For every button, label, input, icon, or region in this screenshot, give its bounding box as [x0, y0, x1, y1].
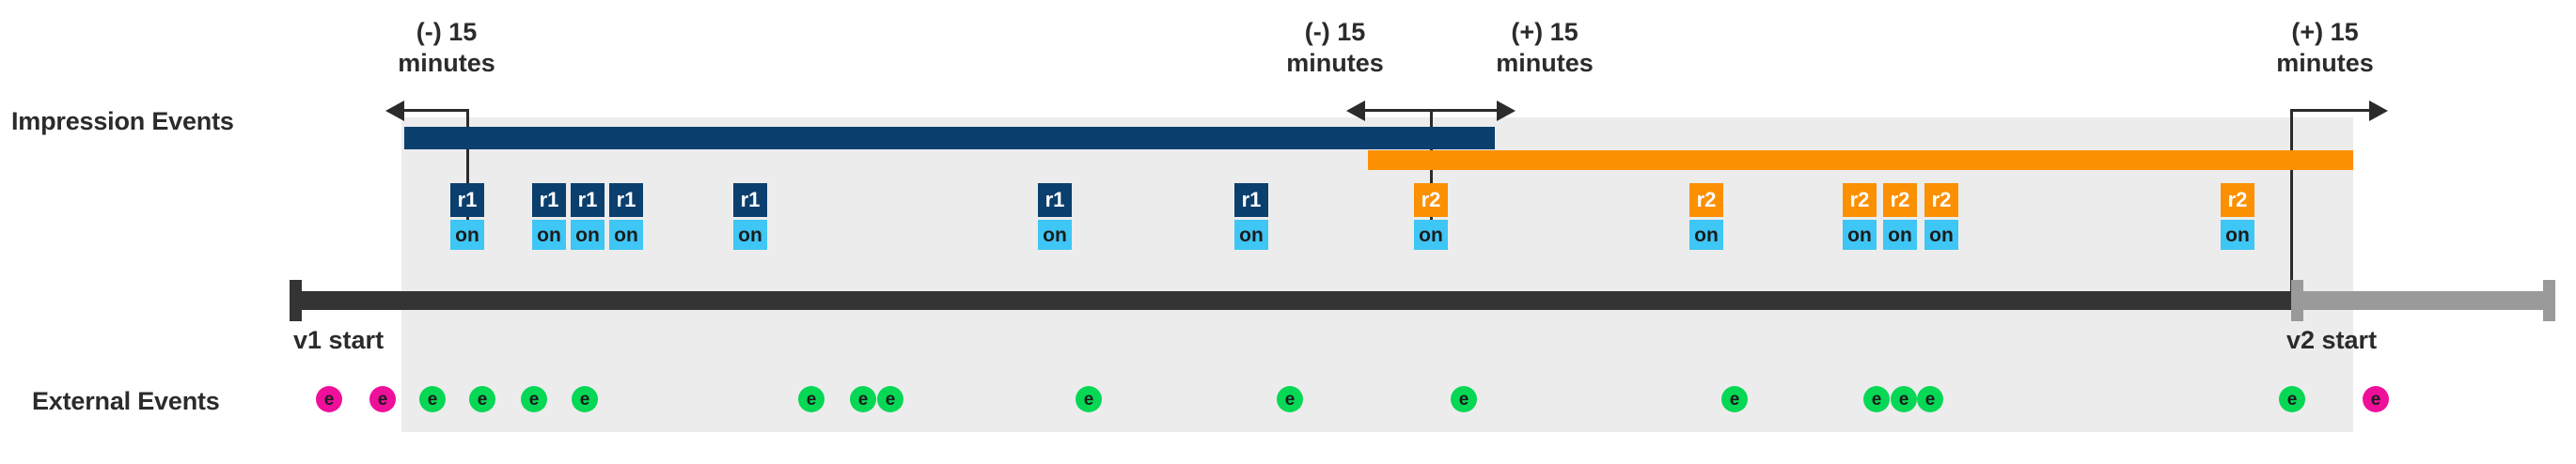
external-event-dot[interactable]: e: [850, 386, 876, 412]
impression-status-chip[interactable]: on: [1924, 220, 1958, 250]
impression-release-chip[interactable]: r2: [1924, 183, 1958, 217]
callout-line1: (+) 15: [2291, 18, 2359, 46]
v1-bar: [404, 127, 1495, 149]
callout-line2: minutes: [1496, 48, 1594, 77]
impression-release-chip[interactable]: r2: [1414, 183, 1448, 217]
impression-release-chip[interactable]: r1: [733, 183, 767, 217]
impression-status-chip[interactable]: on: [609, 220, 643, 250]
impression-status-chip[interactable]: on: [450, 220, 484, 250]
external-event-dot[interactable]: e: [469, 386, 495, 412]
impression-status-chip[interactable]: on: [571, 220, 605, 250]
callout-line2: minutes: [2276, 48, 2374, 77]
external-event-dot[interactable]: e: [1721, 386, 1748, 412]
impression-status-chip[interactable]: on: [1234, 220, 1268, 250]
external-event-dot[interactable]: e: [1917, 386, 1943, 412]
impression-status-chip[interactable]: on: [1843, 220, 1877, 250]
external-events-label: External Events: [32, 387, 220, 415]
v2-bar: [1368, 150, 2353, 170]
external-event-dot[interactable]: e: [1863, 386, 1890, 412]
impression-status-chip[interactable]: on: [532, 220, 566, 250]
impression-release-chip[interactable]: r2: [1689, 183, 1723, 217]
external-event-dot[interactable]: e: [1891, 386, 1917, 412]
callout-line1: (+) 15: [1511, 18, 1579, 46]
impression-release-chip[interactable]: r2: [1883, 183, 1917, 217]
impression-release-chip[interactable]: r1: [450, 183, 484, 217]
impression-status-chip[interactable]: on: [1689, 220, 1723, 250]
external-event-dot[interactable]: e: [798, 386, 825, 412]
impression-release-chip[interactable]: r2: [1843, 183, 1877, 217]
callout-arrowhead-c2: [1346, 101, 1365, 121]
v2-start-label: v2 start: [2286, 326, 2378, 354]
callout-line2: minutes: [1286, 48, 1384, 77]
timeline-v1-segment: [290, 291, 2291, 310]
callout-line1: (-) 15: [1304, 18, 1366, 46]
impression-release-chip[interactable]: r1: [1234, 183, 1268, 217]
impression-status-chip[interactable]: on: [2221, 220, 2254, 250]
external-event-dot[interactable]: e: [1451, 386, 1477, 412]
callout-arrowhead-c3: [1497, 101, 1516, 121]
callout-vline-c1: [466, 109, 469, 248]
external-event-dot[interactable]: e: [1277, 386, 1303, 412]
callout-vline-c3: [1430, 109, 1433, 250]
external-event-dot[interactable]: e: [2279, 386, 2305, 412]
impression-release-chip[interactable]: r2: [2221, 183, 2254, 217]
timeline-end-cap: [2543, 280, 2555, 321]
external-event-dot[interactable]: e: [419, 386, 446, 412]
timeline-v2-segment: [2291, 291, 2555, 310]
callout-arrowhead-c1: [385, 101, 404, 121]
callout-vline-c4: [2290, 109, 2293, 297]
callout-arm-c3: [1431, 109, 1497, 112]
external-event-dot[interactable]: e: [1076, 386, 1102, 412]
external-event-dot[interactable]: e: [572, 386, 598, 412]
external-event-dot[interactable]: e: [369, 386, 396, 412]
callout-arrowhead-c4: [2369, 101, 2388, 121]
callout-arm-c2: [1365, 109, 1431, 112]
impression-release-chip[interactable]: r1: [532, 183, 566, 217]
callout-line2: minutes: [398, 48, 495, 77]
external-event-dot[interactable]: e: [2363, 386, 2389, 412]
impression-status-chip[interactable]: on: [1038, 220, 1072, 250]
external-event-dot[interactable]: e: [316, 386, 342, 412]
external-event-dot[interactable]: e: [877, 386, 903, 412]
callout-arm-c4: [2291, 109, 2369, 112]
external-event-dot[interactable]: e: [521, 386, 547, 412]
impression-status-chip[interactable]: on: [1883, 220, 1917, 250]
impression-status-chip[interactable]: on: [1414, 220, 1448, 250]
v1-start-label: v1 start: [293, 326, 385, 354]
impression-status-chip[interactable]: on: [733, 220, 767, 250]
impression-release-chip[interactable]: r1: [609, 183, 643, 217]
callout-line1: (-) 15: [416, 18, 478, 46]
impression-release-chip[interactable]: r1: [571, 183, 605, 217]
impression-release-chip[interactable]: r1: [1038, 183, 1072, 217]
impression-events-label: Impression Events: [11, 107, 234, 135]
callout-arm-c1: [404, 109, 467, 112]
